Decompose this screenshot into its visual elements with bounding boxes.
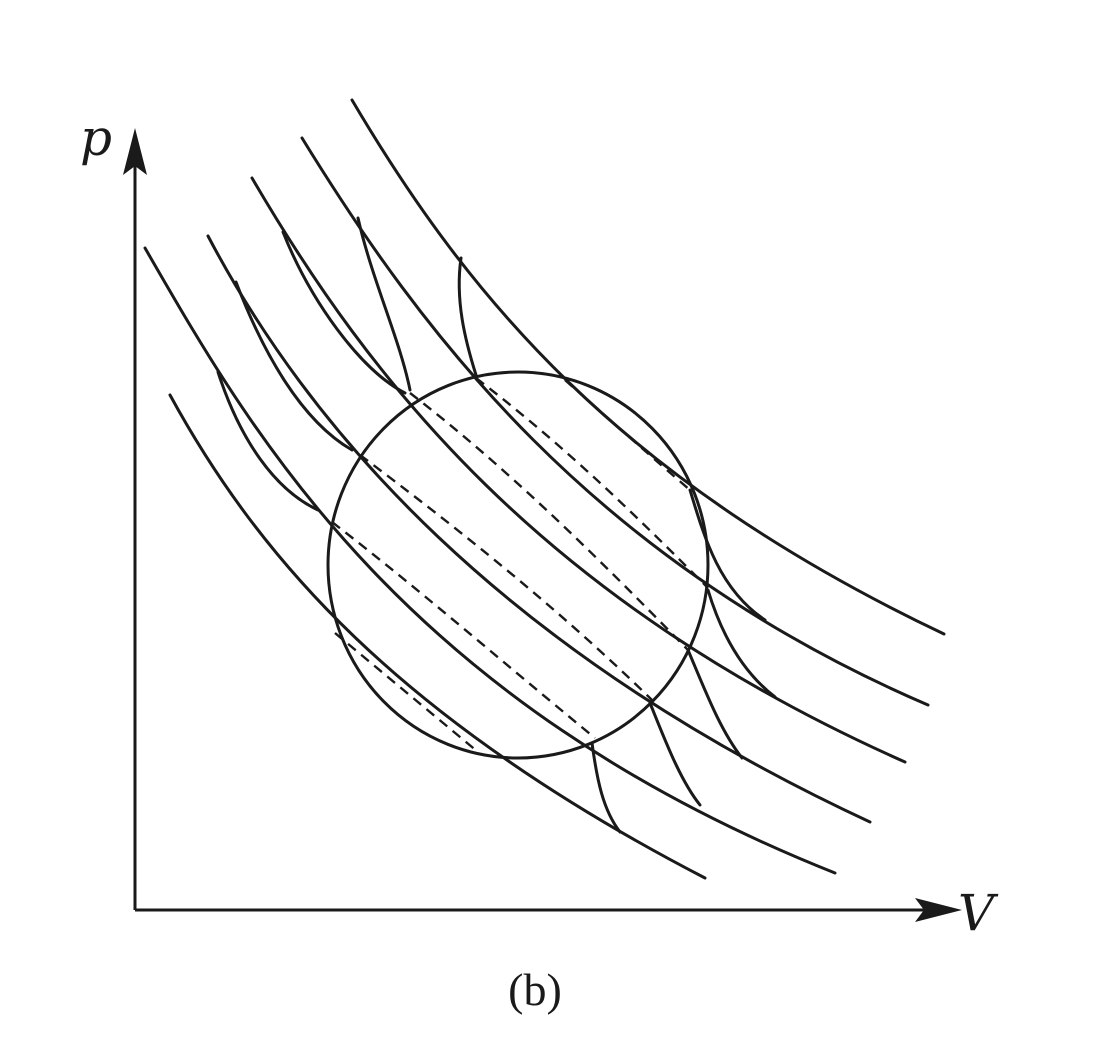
adiabat-lr-4 xyxy=(648,701,702,807)
x-axis-label: V xyxy=(958,884,999,942)
isotherm-3 xyxy=(206,234,872,824)
adiabat-ul-5 xyxy=(457,256,478,377)
x-axis-arrowhead xyxy=(915,898,962,922)
figure-caption: (b) xyxy=(508,964,562,1015)
dashed-chord-3 xyxy=(359,454,653,701)
y-axis-arrowhead xyxy=(123,128,147,175)
adiabat-ul-3 xyxy=(281,230,407,395)
adiabats-lower-right xyxy=(590,488,777,834)
dashed-chords xyxy=(331,377,709,753)
isotherm-1 xyxy=(168,393,707,880)
adiabat-ul-1 xyxy=(216,370,320,512)
dashed-chord-1 xyxy=(334,632,479,753)
adiabat-lr-5 xyxy=(590,741,622,834)
y-axis-label: p xyxy=(80,109,112,167)
isotherm-5 xyxy=(300,136,930,707)
adiabat-ul-2 xyxy=(234,280,354,452)
dashed-chord-4 xyxy=(409,392,689,651)
adiabat-lr-3 xyxy=(686,648,744,760)
cycle-circle xyxy=(326,370,710,760)
adiabat-ul-4 xyxy=(356,216,412,392)
axes: p V xyxy=(80,109,999,942)
isotherm-4 xyxy=(250,176,907,764)
isotherms xyxy=(143,98,946,880)
dashed-chord-2 xyxy=(331,521,596,739)
dashed-chord-6 xyxy=(564,379,691,491)
isotherm-6 xyxy=(350,98,946,636)
adiabat-lr-1 xyxy=(688,488,767,622)
adiabats-upper-left xyxy=(216,216,478,512)
adiabat-lr-2 xyxy=(706,588,777,699)
isotherm-2 xyxy=(143,246,837,875)
dashed-chord-5 xyxy=(475,377,709,589)
